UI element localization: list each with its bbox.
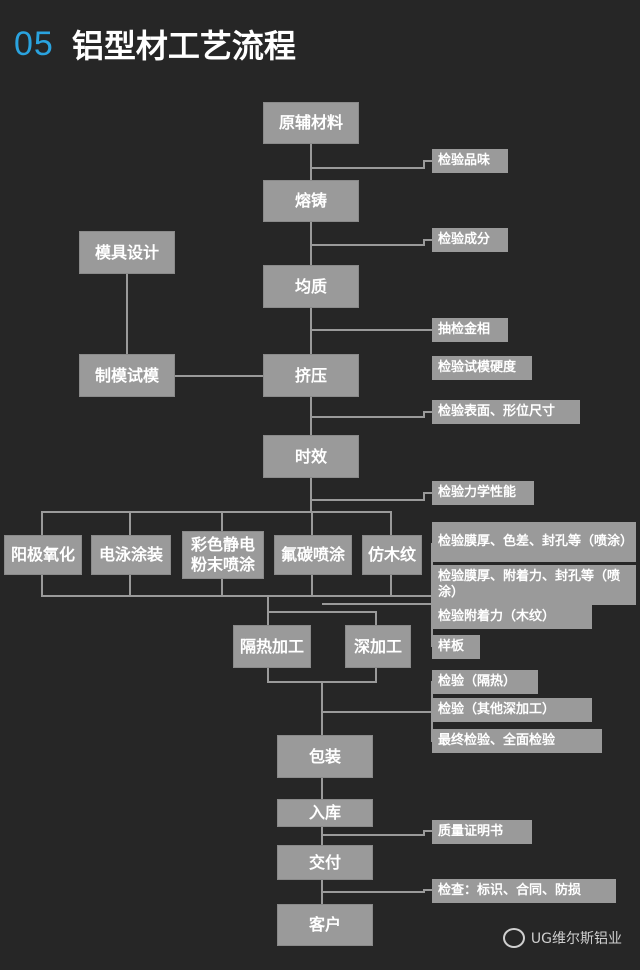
section-number: 05 — [14, 24, 54, 63]
wechat-icon — [502, 928, 525, 948]
node-delivery: 交付 — [277, 845, 373, 880]
note-sample-metallography: 抽检金相 — [432, 318, 508, 342]
node-thermal-break: 隔热加工 — [233, 625, 311, 668]
node-deep-processing: 深加工 — [345, 625, 411, 668]
node-customer: 客户 — [277, 904, 373, 946]
node-mold-design: 模具设计 — [79, 231, 175, 274]
watermark: UG维尔斯铝业 — [502, 928, 622, 948]
watermark-text: UG维尔斯铝业 — [530, 931, 622, 947]
page-title: 铝型材工艺流程 — [71, 27, 296, 65]
note-final-inspection: 最终检验、全面检验 — [432, 729, 602, 753]
note-check-surface-dims: 检验表面、形位尺寸 — [432, 400, 580, 424]
note-check-mold-hardness: 检验试模硬度 — [432, 356, 532, 380]
node-warehousing: 入库 — [277, 799, 373, 827]
note-check-film-2: 检验膜厚、附着力、封孔等（喷涂） — [432, 565, 636, 605]
node-pvdf-coating: 氟碳喷涂 — [274, 535, 352, 575]
node-anodizing: 阳极氧化 — [4, 535, 82, 575]
note-check-adhesion-wood: 检验附着力（木纹） — [432, 605, 592, 629]
node-casting: 熔铸 — [263, 180, 359, 222]
note-quality-certificate: 质量证明书 — [432, 820, 532, 844]
node-powder-coating: 彩色静电粉末喷涂 — [182, 531, 264, 579]
note-check-film-1: 检验膜厚、色差、封孔等（喷涂） — [432, 522, 636, 562]
note-check-labels: 检查：标识、合同、防损 — [432, 879, 616, 903]
note-sample-board: 样板 — [432, 635, 480, 659]
note-check-composition: 检验成分 — [432, 228, 508, 252]
node-mold-trial: 制模试模 — [79, 354, 175, 397]
node-homogenizing: 均质 — [263, 265, 359, 308]
note-check-quality: 检验品味 — [432, 149, 508, 173]
node-wood-grain: 仿木纹 — [362, 535, 422, 575]
node-packaging: 包装 — [277, 735, 373, 778]
node-raw-materials: 原辅材料 — [263, 102, 359, 144]
node-electrophoresis: 电泳涂装 — [91, 535, 171, 575]
note-check-thermal: 检验（隔热） — [432, 670, 538, 694]
note-check-other-deep: 检验（其他深加工） — [432, 698, 592, 722]
node-aging: 时效 — [263, 435, 359, 478]
note-check-mechanical: 检验力学性能 — [432, 481, 534, 505]
page-header: 05 铝型材工艺流程 — [14, 22, 296, 66]
node-extrusion: 挤压 — [263, 354, 359, 397]
